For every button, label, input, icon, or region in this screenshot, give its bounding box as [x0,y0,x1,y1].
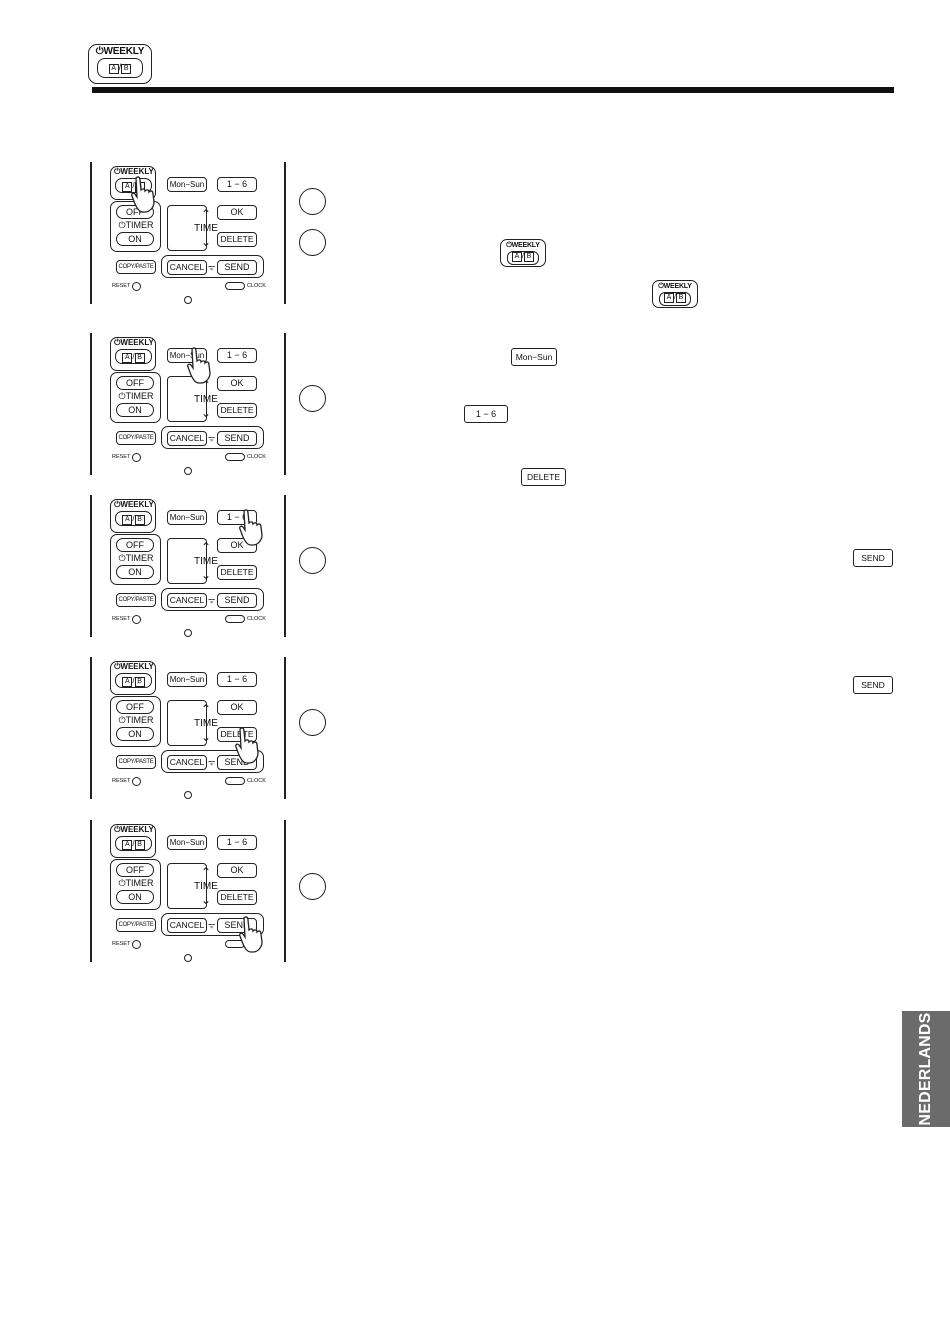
time-button[interactable]: ⌃TIME⌄ [167,376,218,422]
mon-sun-button[interactable]: Mon−Sun [167,672,207,687]
cancel-button[interactable]: CANCEL [167,918,207,933]
reset-button[interactable] [132,777,141,786]
remote-panel-5: ⏻WEEKLY A/B Mon−Sun 1 − 6 OFF ⏻TIMER ON … [90,820,286,962]
delete-button[interactable]: DELETE [217,727,257,742]
weekly-ab-button[interactable]: A/B [115,511,152,526]
time-down-icon: ⌄ [200,235,212,249]
timer-off-button[interactable]: OFF [116,376,154,390]
mon-sun-button[interactable]: Mon−Sun [167,835,207,850]
timer-on-button[interactable]: ON [116,565,154,579]
clock-button[interactable] [225,777,245,785]
signal-icon: ᯤ [208,434,216,443]
cancel-button[interactable]: CANCEL [167,431,207,446]
cancel-button[interactable]: CANCEL [167,755,207,770]
timer-off-button[interactable]: OFF [116,863,154,877]
remote-panel-1: ⏻WEEKLY A/B Mon−Sun 1 − 6 OFF ⏻TIMER ON … [90,162,286,304]
delete-button[interactable]: DELETE [217,565,257,580]
weekly-ab-button[interactable]: A/B [115,349,152,364]
timer-off-button[interactable]: OFF [116,538,154,552]
time-button[interactable]: ⌃TIME⌄ [167,863,218,909]
clock-label: CLOCK [247,283,266,289]
pointing-hand-icon [239,509,263,546]
copy-paste-button[interactable]: COPY/PASTE [116,918,156,932]
copy-paste-button[interactable]: COPY/PASTE [116,593,156,607]
ok-button[interactable]: OK [217,700,257,715]
mon-sun-button[interactable]: Mon−Sun [167,510,207,525]
inline-delete-key: DELETE [521,468,566,486]
reset-label: RESET [112,283,131,289]
send-group [161,255,264,278]
timer-on-button[interactable]: ON [116,727,154,741]
copy-paste-button[interactable]: COPY/PASTE [116,755,156,769]
inline-mon-sun-key: Mon−Sun [511,348,557,366]
time-button[interactable]: ⌃TIME⌄ [167,205,218,251]
delete-button[interactable]: DELETE [217,403,257,418]
remote-panel-4: ⏻WEEKLY A/B Mon−Sun 1 − 6 OFF ⏻TIMER ON … [90,657,286,799]
clock-button[interactable] [225,282,245,290]
ok-button[interactable]: OK [217,376,257,391]
clock-button[interactable] [225,453,245,461]
reset-button[interactable] [132,453,141,462]
header-rule [92,87,894,93]
timer-off-button[interactable]: OFF [116,700,154,714]
inline-one-six-key: 1 − 6 [464,405,508,423]
time-button[interactable]: ⌃TIME⌄ [167,538,218,584]
delete-button[interactable]: DELETE [217,232,257,247]
time-up-icon: ⌃ [200,207,212,221]
cancel-button[interactable]: CANCEL [167,593,207,608]
step-circle-5 [299,709,326,736]
step-circle-1 [299,188,326,215]
clock-button[interactable] [225,615,245,623]
one-six-button[interactable]: 1 − 6 [217,835,257,850]
copy-paste-button[interactable]: COPY/PASTE [116,260,156,274]
step-circle-6 [299,873,326,900]
signal-icon: ᯤ [208,921,216,930]
ok-button[interactable]: OK [217,863,257,878]
timer-on-button[interactable]: ON [116,403,154,417]
remote-panel-3: ⏻WEEKLY A/B Mon−Sun 1 − 6 OFF ⏻TIMER ON … [90,495,286,637]
time-button[interactable]: ⌃TIME⌄ [167,700,218,746]
timer-label: ⏻TIMER [118,220,154,230]
pointing-hand-icon [187,347,211,384]
reset-button[interactable] [132,282,141,291]
mon-sun-button[interactable]: Mon−Sun [167,177,207,192]
inline-weekly-key-2: ⏻WEEKLY A/B [652,280,698,308]
reset-button[interactable] [132,940,141,949]
inline-send-key-1: SEND [853,549,893,567]
inline-send-key-2: SEND [853,676,893,694]
clock-icon: ⏻ [95,46,104,57]
step-circle-2 [299,229,326,256]
timer-on-button[interactable]: ON [116,232,154,246]
weekly-label: ⏻WEEKLY [114,167,154,176]
delete-button[interactable]: DELETE [217,890,257,905]
step-circle-4 [299,547,326,574]
pointing-hand-icon [235,727,259,764]
pointing-hand-icon [239,916,263,953]
language-tab: NEDERLANDS [902,1011,950,1127]
signal-icon: ᯤ [208,596,216,605]
timer-on-button[interactable]: ON [116,890,154,904]
inline-weekly-key-1: ⏻WEEKLY A/B [500,239,546,267]
weekly-header-icon: ⏻WEEKLY A/B [88,44,152,84]
ok-button[interactable]: OK [217,205,257,220]
remote-panel-2: ⏻WEEKLY A/B Mon−Sun 1 − 6 OFF ⏻TIMER ON … [90,333,286,475]
send-button[interactable]: SEND [217,260,257,275]
signal-icon: ᯤ [208,263,216,272]
pointing-hand-icon [131,176,155,213]
weekly-ab-button[interactable]: A/B [115,673,152,688]
cancel-button[interactable]: CANCEL [167,260,207,275]
header-ab-button: A/B [97,58,143,78]
weekly-ab-button[interactable]: A/B [115,836,152,851]
one-six-button[interactable]: 1 − 6 [217,177,257,192]
copy-paste-button[interactable]: COPY/PASTE [116,431,156,445]
send-button[interactable]: SEND [217,593,257,608]
language-tab-label: NEDERLANDS [917,1012,934,1126]
send-button[interactable]: SEND [217,431,257,446]
step-circle-3 [299,385,326,412]
one-six-button[interactable]: 1 − 6 [217,672,257,687]
signal-icon: ᯤ [208,758,216,767]
one-six-button[interactable]: 1 − 6 [217,348,257,363]
header-weekly-label: WEEKLY [103,46,145,57]
reset-button[interactable] [132,615,141,624]
